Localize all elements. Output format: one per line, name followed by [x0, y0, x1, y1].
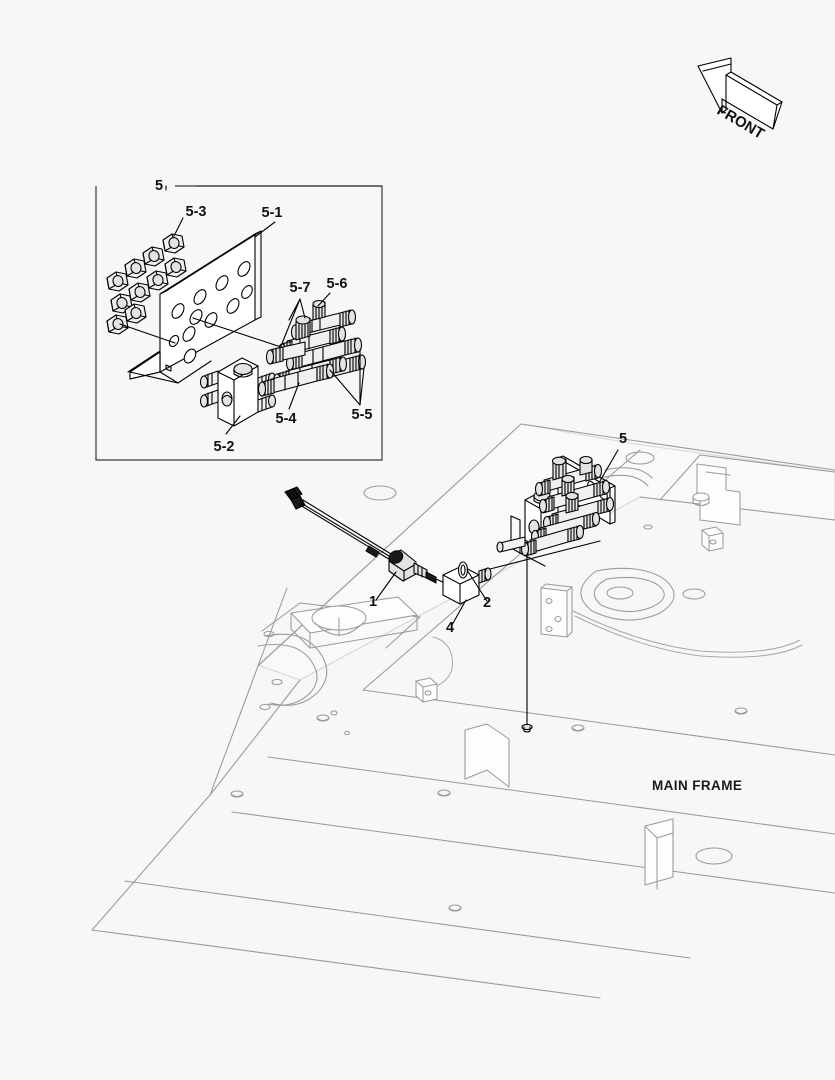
leader-4 — [451, 599, 467, 626]
fitting-5-4-b — [257, 363, 335, 397]
label-5-1: 5-1 — [262, 205, 283, 221]
main-frame-drawing — [91, 423, 835, 999]
part-2-seal-ring — [457, 561, 469, 579]
main-frame-label: MAIN FRAME — [652, 778, 742, 793]
frame-bolt-heads — [230, 707, 748, 912]
label-5-2: 5-2 — [214, 439, 235, 455]
leader-5-7 — [280, 298, 306, 347]
leader-5-3 — [173, 217, 184, 237]
label-5-assembly: 5 — [619, 431, 627, 447]
front-arrow-icon — [697, 57, 783, 130]
label-5-7: 5-7 — [290, 280, 311, 296]
label-5-6: 5-6 — [327, 276, 348, 292]
part-5-1-bracket — [127, 230, 262, 384]
leader-5-1 — [254, 221, 276, 238]
inset-callout-5: 5 — [155, 178, 163, 194]
leader-5-assembly — [599, 449, 619, 482]
part-5-3-hex-nuts — [106, 233, 187, 335]
label-1: 1 — [369, 594, 377, 610]
leader-5-5 — [329, 349, 365, 406]
leader-5-4 — [288, 382, 300, 410]
label-4: 4 — [446, 620, 454, 636]
part-5-valve-manifold-assembly — [496, 455, 616, 567]
leader-2 — [466, 569, 488, 602]
leader-5-6 — [317, 292, 331, 307]
detail-inset-box — [95, 185, 383, 461]
leader-1 — [375, 571, 397, 601]
leader-5-2 — [225, 415, 241, 435]
label-2: 2 — [483, 595, 491, 611]
part-fittings-group — [257, 299, 367, 397]
label-5-4: 5-4 — [276, 411, 297, 427]
fitting-5-7-b — [265, 341, 306, 365]
label-5-5: 5-5 — [352, 407, 373, 423]
label-5-3: 5-3 — [186, 204, 207, 220]
